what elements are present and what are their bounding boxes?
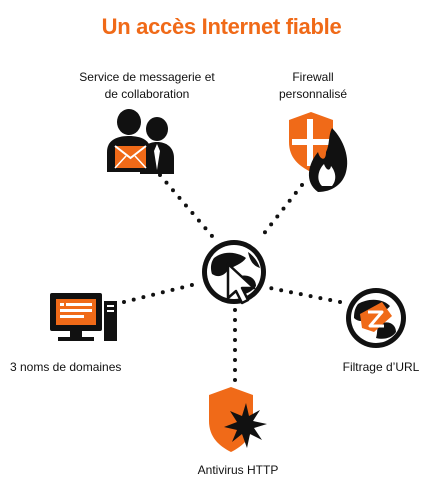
node-label-url: Filtrage d’URL [326, 359, 436, 376]
connector-messaging [158, 173, 214, 238]
label-line: personnalisé [278, 87, 348, 101]
label-line: 3 noms de domaines [10, 360, 122, 374]
page-title: Un accès Internet fiable [101, 14, 342, 39]
connectors [122, 173, 342, 386]
shield-flame-icon [289, 112, 348, 192]
connector-firewall [260, 183, 304, 238]
computer-icon [50, 293, 117, 341]
globe-filter-icon [346, 288, 406, 348]
globe-cursor-icon [202, 240, 266, 305]
label-line: Firewall [292, 70, 334, 84]
label-line: Filtrage d’URL [342, 360, 420, 374]
label-line: Antivirus HTTP [197, 463, 279, 477]
label-line: Service de messagerie et [79, 70, 215, 84]
node-label-domains: 3 noms de domaines [10, 359, 150, 376]
label-line: de collaboration [104, 87, 190, 101]
connector-url [268, 286, 342, 304]
shield-virus-icon [209, 387, 267, 452]
node-label-firewall: Firewall personnalisé [258, 69, 368, 103]
connector-domains [122, 281, 202, 304]
users-mail-icon [107, 109, 174, 174]
node-label-antivirus: Antivirus HTTP [178, 462, 298, 479]
node-label-messaging: Service de messagerie et de collaboratio… [52, 69, 242, 103]
